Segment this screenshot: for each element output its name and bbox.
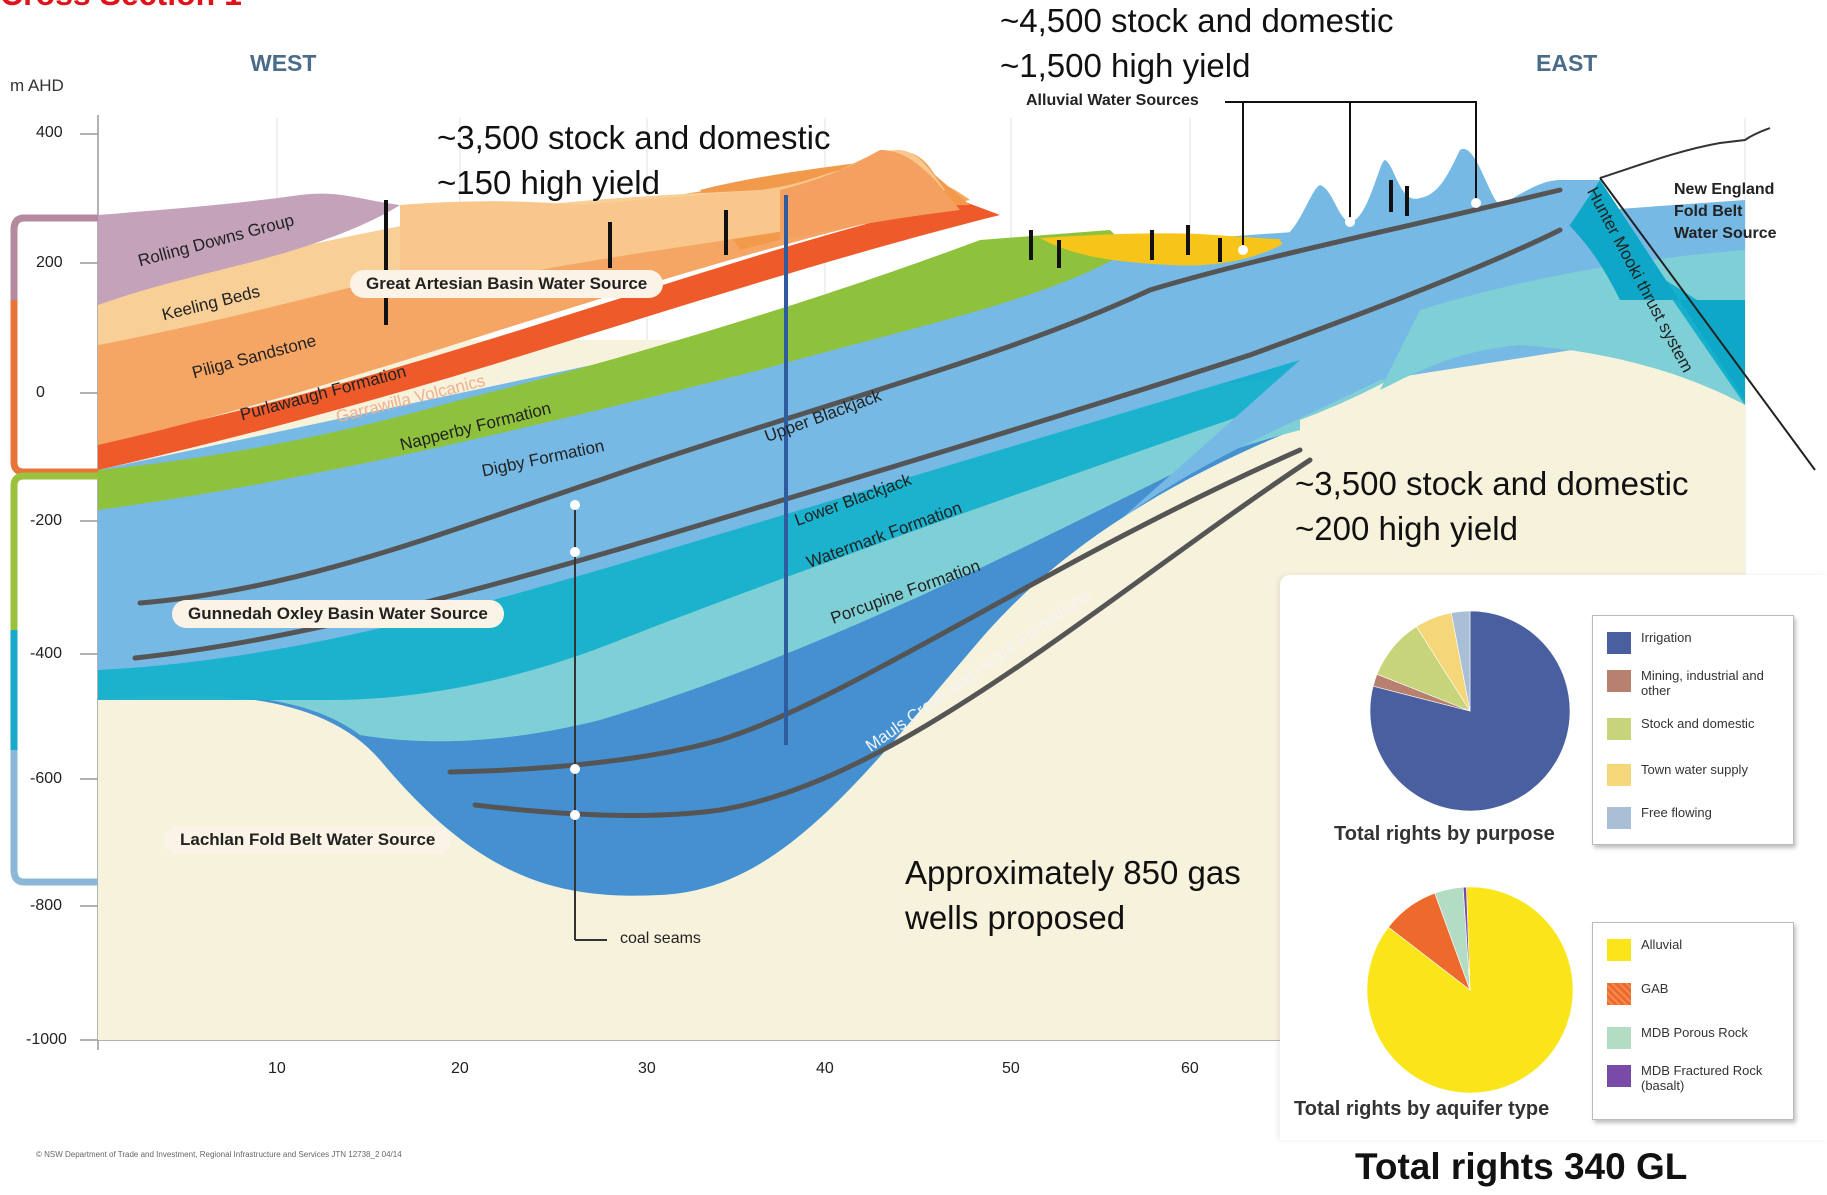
x-tick-label: 40 — [816, 1060, 834, 1077]
bore-markers — [384, 180, 1409, 325]
alluvial-bores-note: ~4,500 stock and domestic ~1,500 high yi… — [1000, 2, 1394, 84]
legend-swatch — [1607, 632, 1631, 654]
coal-seam-points — [570, 500, 580, 820]
alluvial-pointer — [1225, 101, 1477, 248]
legend-swatch — [1607, 939, 1631, 961]
lachlan-water-source-label: Lachlan Fold Belt Water Source — [164, 826, 452, 854]
east-label: EAST — [1536, 50, 1598, 76]
gab-water-source-label: Great Artesian Basin Water Source — [350, 270, 664, 298]
y-tick-label: -200 — [30, 512, 63, 529]
y-axis-unit: m AHD — [10, 76, 64, 95]
legend-swatch — [1607, 670, 1631, 692]
page-title: Cross Section 1 — [0, 0, 242, 13]
gab-bores-note: ~3,500 stock and domestic ~150 high yiel… — [437, 119, 831, 201]
purpose-pie-caption: Total rights by purpose — [1334, 823, 1555, 845]
x-tick-label: 30 — [638, 1060, 656, 1077]
east-bores-note: ~3,500 stock and domestic ~200 high yiel… — [1295, 465, 1689, 547]
x-tick-label: 60 — [1181, 1060, 1199, 1077]
aquifer-pie-caption: Total rights by aquifer type — [1294, 1098, 1550, 1120]
x-tick-label: 10 — [268, 1060, 286, 1077]
legend-swatch — [1607, 807, 1631, 829]
gunnedah-water-source-label: Gunnedah Oxley Basin Water Source — [172, 600, 504, 628]
digby-napperby-layer — [98, 230, 1130, 510]
new-england-label: New England Fold Belt Water Source — [1674, 181, 1777, 242]
y-tick-marks — [80, 133, 98, 1041]
gas-wells-note: Approximately 850 gas wells proposed — [905, 854, 1241, 936]
y-tick-label: -600 — [30, 770, 63, 787]
pie-slice — [1450, 610, 1471, 712]
eastern-ranges — [1280, 148, 1600, 275]
y-tick-label: -800 — [30, 897, 63, 914]
west-label: WEST — [250, 50, 317, 76]
purpose-legend: Irrigation Mining, industrial and other … — [1592, 615, 1794, 845]
blackjack-layer — [98, 200, 1745, 670]
thrust-line — [1599, 177, 1816, 471]
pie-slice — [1462, 886, 1471, 991]
legend-swatch — [1607, 983, 1631, 1005]
x-tick-label: 20 — [451, 1060, 469, 1077]
purpose-pie-chart — [1369, 610, 1571, 812]
total-rights: Total rights 340 GL — [1355, 1146, 1688, 1187]
y-tick-label: -400 — [30, 645, 63, 662]
copyright-footer: © NSW Department of Trade and Investment… — [36, 1150, 402, 1159]
coal-seams-label: coal seams — [620, 930, 701, 947]
alluvial-water-sources-label: Alluvial Water Sources — [1026, 92, 1199, 109]
legend-swatch — [1607, 1027, 1631, 1049]
legend-swatch — [1607, 1065, 1631, 1087]
garrawilla-layer — [98, 200, 1000, 470]
gunnedah-bracket — [10, 472, 98, 640]
y-tick-label: -1000 — [26, 1031, 67, 1048]
legend-swatch — [1607, 718, 1631, 740]
legend-swatch — [1607, 764, 1631, 786]
y-tick-label: 400 — [36, 124, 63, 141]
rolling-downs-layer — [98, 193, 400, 305]
aquifer-pie-chart — [1366, 886, 1574, 1094]
alluvial-layer — [1040, 233, 1290, 266]
y-tick-label: 200 — [36, 254, 63, 271]
x-tick-label: 50 — [1002, 1060, 1020, 1077]
aquifer-legend: Alluvial GAB MDB Porous Rock MDB Fractur… — [1592, 922, 1794, 1120]
y-tick-label: 0 — [36, 384, 45, 401]
